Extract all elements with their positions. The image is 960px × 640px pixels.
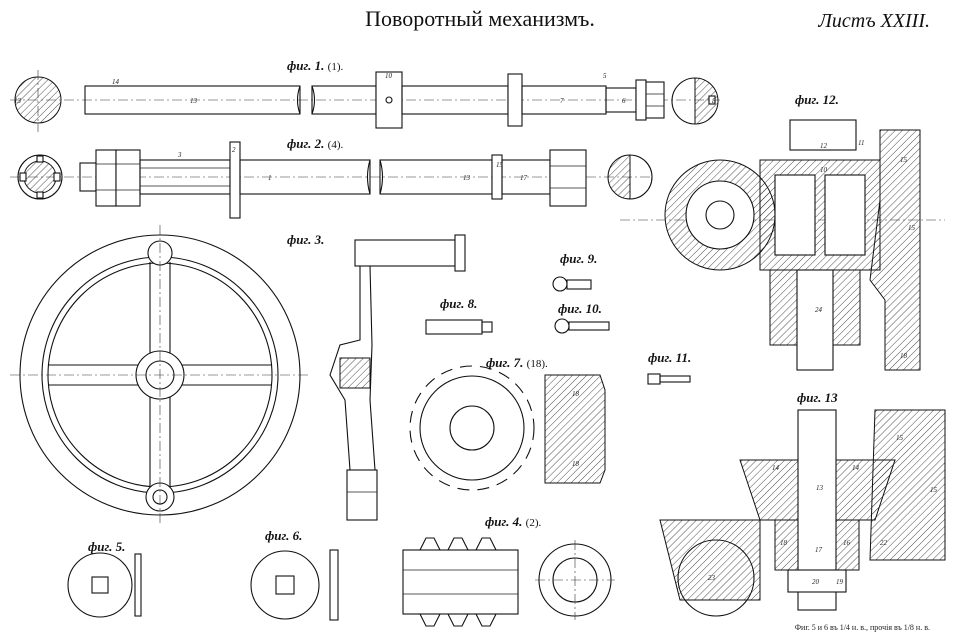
part-number: 15 bbox=[896, 434, 904, 442]
fig5-label: фиг. 5. bbox=[88, 539, 125, 555]
fig10-label-text: фиг. 10. bbox=[558, 301, 602, 316]
fig7-label: фиг. 7. (18). bbox=[486, 355, 548, 371]
fig10-label: фиг. 10. bbox=[558, 301, 602, 317]
part-number: 18 bbox=[572, 390, 580, 398]
fig6-label: фиг. 6. bbox=[265, 528, 302, 544]
part-number: 14 bbox=[112, 78, 120, 86]
fig4-ref: (2). bbox=[525, 517, 542, 529]
part-number: 15 bbox=[908, 224, 916, 232]
fig2-label: фиг. 2. (4). bbox=[287, 136, 343, 152]
fig2-ref: (4). bbox=[327, 139, 344, 151]
fig3-handwheel-drawing bbox=[10, 225, 310, 525]
part-number: 2 bbox=[232, 146, 236, 154]
part-number: 13 bbox=[816, 484, 824, 492]
fig9-label-text: фиг. 9. bbox=[560, 251, 598, 266]
fig7-label-text: фиг. 7. bbox=[486, 355, 524, 370]
fig1-label: фиг. 1. (1). bbox=[287, 58, 343, 74]
small-parts-drawing bbox=[425, 276, 691, 385]
part-number: 15 bbox=[930, 486, 938, 494]
part-number: 13 bbox=[190, 97, 198, 105]
part-number: 24 bbox=[815, 306, 823, 314]
fig11-label-text: фиг. 11. bbox=[648, 350, 692, 365]
part-number: 1 bbox=[268, 174, 272, 182]
part-number: 16 bbox=[843, 539, 851, 547]
part-number: 10 bbox=[820, 166, 828, 174]
fig12-gearbox-section bbox=[620, 119, 945, 371]
part-number: 22 bbox=[880, 539, 888, 547]
part-number: 10 bbox=[385, 72, 393, 80]
part-number: 13 bbox=[463, 174, 471, 182]
part-number: 3 bbox=[177, 151, 182, 159]
fig1-ref: (1). bbox=[327, 61, 344, 73]
fig1-label-text: фиг. 1. bbox=[287, 58, 325, 73]
part-number: 18 bbox=[900, 352, 908, 360]
part-number: 19 bbox=[836, 578, 844, 586]
part-number: 7 bbox=[560, 97, 564, 105]
fig8-label: фиг. 8. bbox=[440, 296, 477, 312]
part-number: 11 bbox=[858, 139, 864, 147]
fig13-base-section bbox=[659, 409, 946, 617]
fig5-label-text: фиг. 5. bbox=[88, 539, 126, 554]
part-number: 15 bbox=[900, 156, 908, 164]
fig4-label: фиг. 4. (2). bbox=[485, 514, 541, 530]
sheet-number: Листъ XXIII. bbox=[818, 10, 930, 32]
fig2-label-text: фиг. 2. bbox=[287, 136, 325, 151]
fig13-label-text: фиг. 13 bbox=[797, 390, 838, 405]
fig13-label: фиг. 13 bbox=[797, 390, 838, 406]
fig7-gear-drawing bbox=[409, 365, 606, 491]
part-number: 15 bbox=[496, 161, 504, 169]
fig5-washer-drawing bbox=[67, 552, 142, 618]
fig6-label-text: фиг. 6. bbox=[265, 528, 303, 543]
fig2-screw-shaft-drawing bbox=[10, 141, 653, 219]
part-number: 14 bbox=[852, 464, 860, 472]
fig4-worm-drawing bbox=[402, 537, 615, 627]
fig12-label-text: фиг. 12. bbox=[795, 92, 839, 107]
sheet-title: Поворотный механизмъ. bbox=[365, 6, 595, 31]
part-number: 18 bbox=[780, 539, 788, 547]
part-number: 6 bbox=[622, 97, 626, 105]
part-number: 17 bbox=[520, 174, 528, 182]
part-number: 8 bbox=[712, 97, 716, 105]
scale-footnote: Фиг. 5 и 6 въ 1/4 н. в., прочія въ 1/8 н… bbox=[794, 623, 930, 632]
fig3-label: фиг. 3. bbox=[287, 232, 324, 248]
part-number: 23 bbox=[708, 574, 716, 582]
fig12-label: фиг. 12. bbox=[795, 92, 839, 108]
part-number: 18 bbox=[572, 460, 580, 468]
part-number: 12 bbox=[820, 142, 828, 150]
fig11-label: фиг. 11. bbox=[648, 350, 691, 366]
fig6-washer-drawing bbox=[250, 549, 339, 621]
fig3-label-text: фиг. 3. bbox=[287, 232, 325, 247]
part-number: 13 bbox=[14, 97, 22, 105]
fig7-ref: (18). bbox=[526, 358, 548, 370]
fig4-label-text: фиг. 4. bbox=[485, 514, 523, 529]
fig1-shaft-drawing bbox=[10, 70, 720, 132]
crank-handle-drawing bbox=[329, 234, 466, 521]
fig8-label-text: фиг. 8. bbox=[440, 296, 478, 311]
part-number: 17 bbox=[815, 546, 823, 554]
part-number-labels: 13 14 13 10 7 6 5 8 1 2 3 13 15 17 12 10… bbox=[14, 72, 938, 586]
part-number: 14 bbox=[772, 464, 780, 472]
part-number: 20 bbox=[812, 578, 820, 586]
part-number: 5 bbox=[603, 72, 607, 80]
fig9-label: фиг. 9. bbox=[560, 251, 597, 267]
